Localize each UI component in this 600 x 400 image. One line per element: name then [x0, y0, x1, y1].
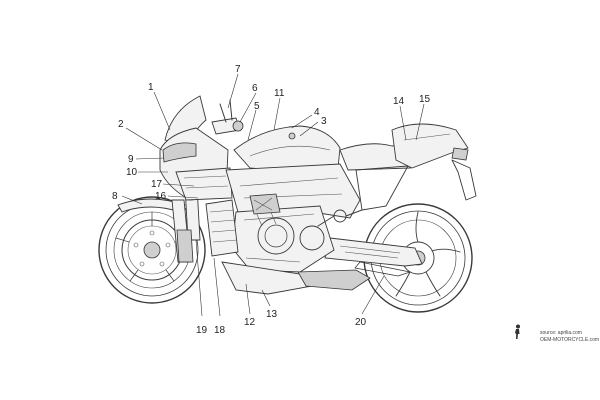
callout-16: 16 — [155, 191, 167, 202]
callout-4: 4 — [314, 107, 320, 118]
exhaust — [297, 269, 371, 291]
callout-19: 19 — [196, 325, 208, 336]
callout-9: 9 — [128, 154, 134, 165]
callouts: 1 2 3 4 5 6 7 8 9 10 11 12 13 — [112, 64, 431, 336]
headlight — [162, 142, 197, 163]
callout-8: 8 — [112, 191, 118, 202]
rider-silhouette-icon — [515, 324, 520, 339]
callout-20: 20 — [355, 317, 367, 328]
callout-1: 1 — [148, 82, 154, 93]
mirror-and-lever — [211, 99, 244, 135]
callout-6: 6 — [252, 83, 258, 94]
tail-fairing — [391, 123, 469, 169]
chain-guard — [354, 261, 411, 277]
callout-12: 12 — [244, 317, 256, 328]
rearset — [317, 209, 363, 227]
engine — [231, 193, 335, 273]
source-line: source: aprilia.com — [540, 330, 582, 336]
callout-15: 15 — [419, 94, 431, 105]
callout-17: 17 — [151, 179, 163, 190]
callout-3: 3 — [321, 116, 327, 127]
callout-11: 11 — [274, 88, 285, 99]
callout-5: 5 — [254, 101, 260, 112]
callout-18: 18 — [214, 325, 226, 336]
callout-7: 7 — [235, 64, 241, 75]
callout-2: 2 — [118, 119, 124, 130]
subframe — [355, 165, 409, 211]
source-credit: source: aprilia.com OEM-MOTORCYCLE.com — [540, 330, 600, 344]
belly-pan — [221, 261, 313, 295]
radiator — [205, 199, 239, 257]
callout-13: 13 — [266, 309, 278, 320]
side-fairing-panel — [175, 167, 233, 201]
site-line: OEM-MOTORCYCLE.com — [540, 336, 600, 343]
callout-10: 10 — [126, 167, 138, 178]
callout-14: 14 — [393, 96, 405, 107]
license-plate-bracket — [451, 159, 477, 201]
tail-light — [451, 147, 469, 161]
